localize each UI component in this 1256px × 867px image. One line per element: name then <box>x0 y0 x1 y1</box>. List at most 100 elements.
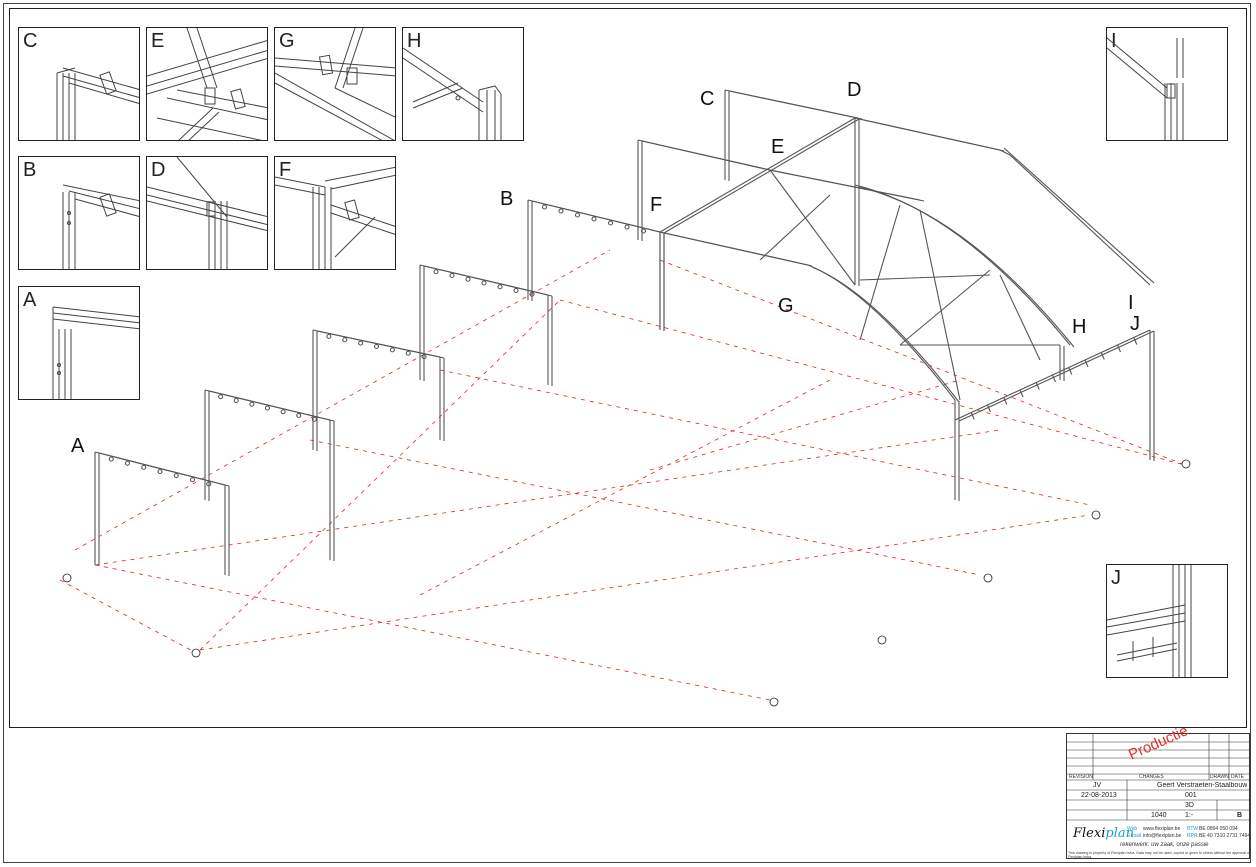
grid-line <box>199 299 561 651</box>
side-purlin <box>1116 344 1122 353</box>
side-purlin <box>1019 389 1024 398</box>
purlin-cleat <box>405 350 411 356</box>
purlin-cleat <box>497 284 503 290</box>
bracing <box>899 269 991 346</box>
view-value: 3D <box>1185 802 1194 809</box>
grid-axis-marker <box>62 573 72 583</box>
rafter <box>98 452 230 487</box>
bracing <box>769 169 856 286</box>
purlin-cleat <box>189 477 196 483</box>
rpr-value: BE 40 7310 2731 7494 <box>1199 833 1251 839</box>
title-block: REVISION CHANGES DRAWN DATE JV Geert Ver… <box>1066 733 1251 859</box>
callout-b: B <box>500 188 514 210</box>
purlin-cleat <box>373 343 380 350</box>
side-purlin <box>1133 337 1138 345</box>
purlin-cleat <box>218 394 224 400</box>
revision-header: REVISION <box>1069 774 1093 780</box>
flexiplan-logo: Flexiplan <box>1073 826 1134 841</box>
rafter <box>208 390 335 422</box>
sheet-border <box>3 3 1251 863</box>
callout-c: C <box>700 88 715 110</box>
purlin-cleat <box>342 337 348 343</box>
logo-plan: plan <box>1105 826 1134 841</box>
grid-axis-marker <box>877 635 887 645</box>
drawn-header: DRAWN <box>1210 774 1229 780</box>
detail-label: I <box>1111 30 1117 52</box>
grid-line <box>659 259 1186 466</box>
legal-notice: This drawing is property of Flexiplan bv… <box>1068 851 1250 859</box>
detail-d: D <box>146 156 268 270</box>
grid-line <box>439 369 1091 506</box>
detail-h: H <box>402 27 524 141</box>
callout-e: E <box>771 136 785 158</box>
roof-edge <box>1003 147 1155 284</box>
grid-line <box>309 439 981 576</box>
side-purlin <box>1003 397 1008 405</box>
client-value: Geert Verstraeten-Staalbouw <box>1157 782 1248 789</box>
email-value: info@flexiplan.be <box>1143 833 1182 839</box>
grid-axis-marker <box>1181 459 1191 469</box>
rafter <box>531 200 665 234</box>
grid-axis-marker <box>983 573 993 583</box>
purlin-cleat <box>157 468 163 475</box>
bracing <box>999 274 1041 361</box>
purlin-cleat <box>358 340 364 346</box>
purlin-cleat <box>624 224 630 230</box>
email-label: E-mail <box>1127 833 1142 839</box>
grid-axis-marker <box>191 648 201 658</box>
eave-beam <box>958 330 1155 422</box>
detail-label: F <box>279 159 292 181</box>
detail-label: A <box>23 289 37 311</box>
grid-line <box>94 429 1001 566</box>
curved-rafter <box>807 184 1071 401</box>
purlin-cleat <box>389 347 395 353</box>
grid-line <box>94 564 771 701</box>
detail-c: C <box>18 27 140 141</box>
bracing <box>859 204 901 341</box>
rpr-label: RPR <box>1187 833 1198 839</box>
rafter <box>316 330 445 359</box>
callout-i: I <box>1128 292 1134 314</box>
side-purlin <box>1084 359 1089 368</box>
purlin-cleat <box>173 473 179 479</box>
drawing-area-border <box>9 8 1247 728</box>
grid-line <box>74 249 611 551</box>
detail-label: G <box>279 30 295 52</box>
detail-i: I <box>1106 27 1228 141</box>
detail-label: C <box>23 30 38 52</box>
detail-label: B <box>23 159 37 181</box>
detail-j: J <box>1106 564 1228 678</box>
btw-label: BTW <box>1187 826 1199 832</box>
purlin-cleat <box>574 212 581 218</box>
bracing <box>759 194 831 261</box>
rafter <box>641 140 775 172</box>
bracing <box>859 274 991 281</box>
side-purlin <box>1068 367 1073 375</box>
rafter <box>663 232 813 267</box>
grid-axis-marker <box>769 697 779 707</box>
date-header: DATE <box>1231 774 1244 780</box>
web-value: www.flexiplan.be <box>1143 826 1181 832</box>
purlin-cleat <box>233 397 239 404</box>
detail-e: E <box>146 27 268 141</box>
detail-g: G <box>274 27 396 141</box>
roof-edge <box>999 149 1011 156</box>
scale-value: 1:- <box>1185 812 1194 819</box>
purlin-cleat <box>607 220 614 226</box>
web-label: Web <box>1127 826 1138 832</box>
grid-axis-marker <box>1091 510 1101 520</box>
grid-line <box>59 579 201 656</box>
purlin-cleat <box>465 276 471 282</box>
purlin-cleat <box>311 416 317 422</box>
detail-label: J <box>1111 567 1121 589</box>
detail-a: A <box>18 286 140 400</box>
purlin-cleat <box>541 204 548 210</box>
side-purlin <box>1100 352 1105 360</box>
callout-g: G <box>778 295 794 317</box>
order-value: 001 <box>1185 792 1197 799</box>
purlin-cleat <box>513 287 519 294</box>
logo-flexi: Flexi <box>1073 826 1106 841</box>
number-value: 1040 <box>1151 812 1167 819</box>
detail-label: H <box>407 30 422 52</box>
